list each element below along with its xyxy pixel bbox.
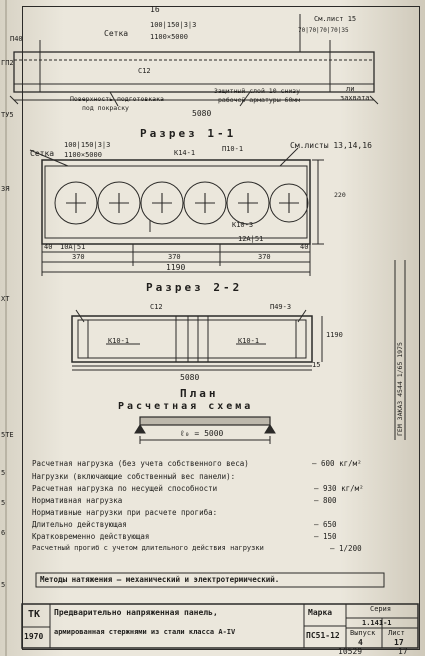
plan-title: План bbox=[180, 387, 219, 400]
load-row-7-label: Расчетный прогиб с учетом длительного де… bbox=[32, 544, 264, 552]
label-c12-top: С12 bbox=[138, 67, 151, 75]
margin-label-1: ТУ5 bbox=[1, 111, 14, 119]
tb-series: 1.141-1 bbox=[362, 619, 392, 627]
setka-label-s1: Сетка bbox=[30, 149, 55, 158]
margin-label-0: ГП2 bbox=[1, 59, 14, 67]
label-k14-1: К14-1 bbox=[174, 149, 196, 157]
dim-370-a: 370 bbox=[72, 253, 85, 261]
tb-marka: ПС51-12 bbox=[306, 631, 340, 640]
label-10a-51: 10А|51 bbox=[60, 243, 86, 251]
dim-1190-s1: 1190 bbox=[166, 263, 186, 272]
scheme-title: Расчетная схема bbox=[118, 401, 254, 412]
setka-size: 1100×5000 bbox=[150, 33, 188, 41]
tb-vypusk-label: Выпуск bbox=[350, 629, 376, 637]
span-label: ℓ₀ = 5000 bbox=[180, 429, 224, 438]
label-12a-51: 12А|51 bbox=[238, 235, 264, 243]
sm-list-15: См.лист 15 bbox=[314, 15, 357, 23]
margin-label-4: 5ТЕ bbox=[1, 431, 14, 439]
label-c12-s2: С12 bbox=[150, 303, 163, 311]
dim-220: 220 bbox=[334, 191, 346, 199]
methods-note: Методы натяжения — механический и электр… bbox=[40, 575, 280, 584]
tb-org: ТК bbox=[28, 609, 41, 620]
load-row-4-label: Нормативные нагрузки при расчете прогиба… bbox=[32, 508, 218, 517]
setka-spec: 100|150|3|3 bbox=[150, 21, 197, 29]
dim-15: 15 bbox=[312, 361, 321, 369]
dim-370-b: 370 bbox=[168, 253, 181, 261]
label-p10-1: П10-1 bbox=[222, 145, 244, 153]
section-1-title: Разрез 1-1 bbox=[140, 127, 237, 140]
tb-marka-label: Марка bbox=[308, 608, 333, 617]
load-row-3-value: — 800 bbox=[314, 496, 337, 505]
tb-year: 1970 bbox=[24, 632, 44, 641]
zakh-1: ли bbox=[346, 85, 355, 93]
dim-1190-s2: 1190 bbox=[326, 331, 343, 339]
label-k10-1-right: К10-1 bbox=[238, 337, 260, 345]
load-row-6-value: — 150 bbox=[314, 532, 337, 541]
dim-top: 16 bbox=[150, 5, 160, 14]
load-row-3-label: Нормативная нагрузка bbox=[32, 496, 123, 505]
margin-label-2: ЗЯ bbox=[1, 185, 10, 193]
margin-label-5: 5 bbox=[1, 469, 6, 477]
load-row-6-label: Кратковременно действующая bbox=[32, 532, 150, 541]
dim-370-c: 370 bbox=[258, 253, 271, 261]
load-row-0-label: Расчетная нагрузка (без учета собственно… bbox=[32, 459, 249, 468]
label-k10-1-left: К10-1 bbox=[108, 337, 130, 345]
load-row-0-value: — 600 кг/м² bbox=[312, 459, 362, 468]
load-row-2-value: — 930 кг/м² bbox=[314, 484, 364, 493]
protect-note-1: Защитный слой 10 снизу bbox=[214, 87, 301, 95]
dim-40b: 40 bbox=[300, 243, 309, 251]
setka-size-s1: 1100×5000 bbox=[64, 151, 102, 159]
setka-label: Сетка bbox=[104, 29, 129, 38]
tb-desc-2: армированная стержнями из стали класса А… bbox=[54, 628, 236, 636]
tb-list-label: Лист bbox=[388, 629, 405, 637]
label-p40: П40 bbox=[10, 35, 23, 43]
surface-note-1: Поверхность подготовкака bbox=[70, 95, 164, 103]
setka-spec-s1: 100|150|3|3 bbox=[64, 141, 111, 149]
label-p49-3: П49-3 bbox=[270, 303, 292, 311]
section-2-title: Разрез 2-2 bbox=[146, 281, 243, 294]
footer-page: 17 bbox=[398, 647, 408, 656]
margin-label-7: 6 bbox=[1, 529, 6, 537]
load-row-5-label: Длительно действующая bbox=[32, 520, 127, 529]
tb-series-label: Серия bbox=[370, 605, 392, 613]
zakh-2: захвата bbox=[340, 94, 370, 102]
margin-label-6: 5 bbox=[1, 499, 6, 507]
sm-lists-13-14-16: См.листы 13,14,16 bbox=[290, 141, 372, 150]
margin-label-8: 5 bbox=[1, 581, 6, 589]
surface-note-2: под покраску bbox=[82, 104, 129, 112]
dim-5080-s2: 5080 bbox=[180, 373, 200, 382]
label-k10-3: К10-3 bbox=[232, 221, 254, 229]
dim-5080-top: 5080 bbox=[192, 109, 212, 118]
load-row-1-label: Нагрузки (включающие собственный вес пан… bbox=[32, 472, 236, 481]
load-row-7-value: — 1/200 bbox=[330, 544, 362, 553]
tb-vypusk: 4 bbox=[358, 638, 363, 647]
right-stamp: ГЕМ ЗАКАЗ 4544 1/65 1975 bbox=[396, 342, 404, 436]
footer-code: 10529 bbox=[338, 647, 363, 656]
sheet-frame bbox=[22, 6, 420, 650]
protect-note-2: рабочей арматуры 60мм bbox=[218, 96, 301, 104]
tb-list: 17 bbox=[394, 638, 404, 647]
load-row-5-value: — 650 bbox=[314, 520, 337, 529]
dims-right: 70|70|70|70|35 bbox=[298, 27, 349, 34]
dim-40: 40 bbox=[44, 243, 53, 251]
load-row-2-label: Расчетная нагрузка по несущей способност… bbox=[32, 484, 218, 493]
tb-desc-1: Предварительно напряженная панель, bbox=[54, 608, 218, 617]
margin-label-3: ХТ bbox=[1, 295, 10, 303]
